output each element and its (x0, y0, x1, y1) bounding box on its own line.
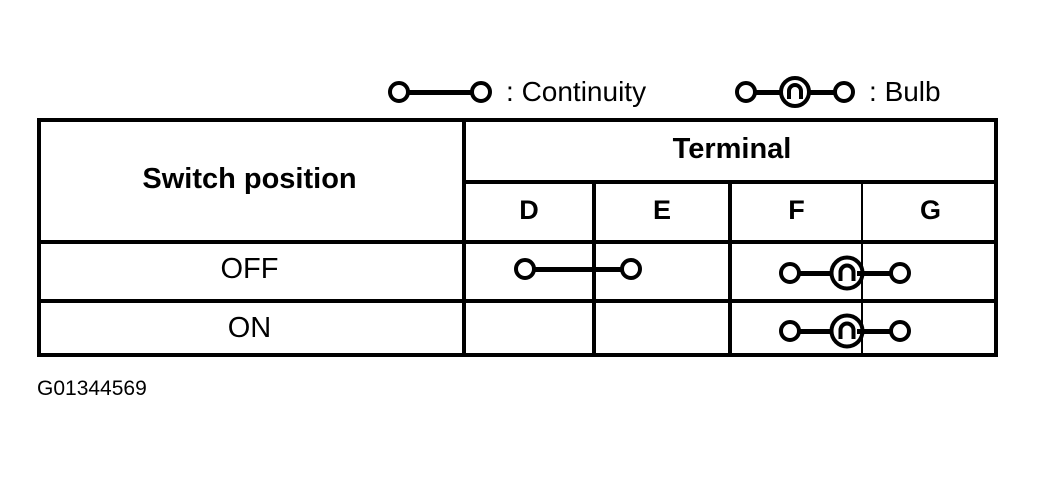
terminal-circle-icon (735, 81, 757, 103)
legend-label-continuity: : Continuity (506, 78, 646, 106)
terminal-circle-icon (620, 258, 642, 280)
wire-segment (408, 89, 472, 95)
terminal-circle-icon (470, 81, 492, 103)
column-header-f: F (732, 180, 861, 240)
terminal-circle-icon (833, 81, 855, 103)
legend: : Continuity : Bulb (0, 68, 1038, 116)
legend-text: Continuity (521, 76, 647, 107)
wire-segment (857, 270, 891, 276)
rule-header-body (37, 240, 998, 244)
rule-row-divider (37, 299, 998, 303)
column-header-d: D (466, 180, 592, 240)
rule-terminal-underline (466, 180, 998, 184)
figure-caption: G01344569 (37, 377, 147, 400)
legend-item-continuity: : Continuity (388, 68, 646, 116)
terminal-circle-icon (889, 320, 911, 342)
legend-separator: : (869, 76, 877, 107)
wire-segment (857, 328, 891, 334)
terminal-circle-icon (779, 262, 801, 284)
cell-on-f-g-bulb (779, 312, 911, 349)
row-label-off: OFF (37, 240, 462, 299)
terminal-circle-icon (779, 320, 801, 342)
terminal-circle-icon (514, 258, 536, 280)
legend-item-bulb: : Bulb (735, 68, 941, 116)
cell-off-f-g-bulb (779, 254, 911, 291)
bulb-icon (778, 75, 812, 109)
header-switch-position: Switch position (37, 118, 462, 240)
switch-continuity-table: Switch position Terminal D E F G OFF (37, 118, 998, 357)
cell-off-d-e-continuity (514, 258, 642, 280)
cell-on-e-empty (596, 299, 728, 357)
wire-segment (799, 328, 833, 334)
column-header-g-label: G (919, 194, 941, 225)
column-header-e-label: E (652, 194, 671, 225)
wire-segment (799, 270, 833, 276)
row-label-off-text: OFF (220, 253, 279, 285)
bulb-icon (828, 254, 865, 291)
continuity-symbol (388, 75, 492, 109)
wire-segment (807, 89, 835, 95)
legend-label-bulb: : Bulb (869, 78, 941, 106)
row-label-on-text: ON (227, 311, 272, 344)
row-label-on: ON (37, 299, 462, 357)
rule-col-switch-terminal (462, 118, 466, 357)
header-terminal: Terminal (466, 118, 998, 180)
header-terminal-label: Terminal (672, 132, 792, 165)
legend-text: Bulb (884, 76, 941, 107)
bulb-icon (828, 312, 865, 349)
column-header-d-label: D (519, 194, 539, 225)
rule-col-e-f (728, 180, 732, 357)
wire-segment (755, 89, 783, 95)
column-header-g: G (863, 180, 998, 240)
wire-segment (534, 266, 622, 272)
terminal-circle-icon (889, 262, 911, 284)
legend-separator: : (506, 76, 514, 107)
terminal-circle-icon (388, 81, 410, 103)
column-header-f-label: F (788, 194, 805, 225)
cell-on-d-empty (466, 299, 592, 357)
column-header-e: E (596, 180, 728, 240)
bulb-symbol (735, 75, 855, 109)
header-switch-position-label: Switch position (142, 162, 357, 195)
